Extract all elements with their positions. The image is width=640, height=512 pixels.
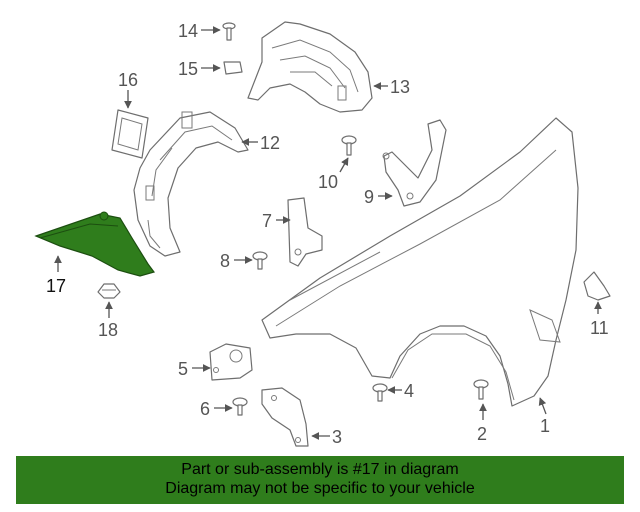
callout-14: 14 <box>178 21 198 41</box>
part-7-bracket[interactable] <box>287 197 323 267</box>
part-18-grommet[interactable] <box>97 283 121 299</box>
banner-line-disclaimer: Diagram may not be specific to your vehi… <box>165 480 475 497</box>
callout-1: 1 <box>540 416 550 436</box>
callout-6: 6 <box>200 399 210 419</box>
callout-17: 17 <box>46 276 66 296</box>
callout-15: 15 <box>178 59 198 79</box>
part-1-fender[interactable] <box>261 117 579 407</box>
part-17-underbody-panel[interactable] <box>34 211 156 277</box>
callout-4: 4 <box>404 381 414 401</box>
leader-lines <box>54 26 602 440</box>
banner-line-part: Part or sub-assembly is #17 in diagram <box>181 461 459 478</box>
part-9-bracket[interactable] <box>382 119 447 207</box>
callout-10: 10 <box>318 172 338 192</box>
callout-11: 11 <box>590 318 609 338</box>
parts-diagram: 14 15 16 13 12 10 9 7 8 17 18 11 5 6 4 2… <box>34 21 611 447</box>
callout-7: 7 <box>262 211 272 231</box>
part-8-screw[interactable] <box>252 251 268 270</box>
part-16-bracket[interactable] <box>111 109 149 159</box>
callout-2: 2 <box>477 424 487 444</box>
info-banner: Part or sub-assembly is #17 in diagram D… <box>16 456 624 504</box>
callout-18: 18 <box>98 320 118 340</box>
part-2-clip[interactable] <box>473 379 489 400</box>
callout-16: 16 <box>118 70 138 90</box>
part-11-bracket[interactable] <box>583 271 611 301</box>
part-6-screw[interactable] <box>232 397 248 416</box>
callout-13: 13 <box>390 77 410 97</box>
part-14-clip[interactable] <box>222 22 236 41</box>
part-13-wheel-arch-liner-rear[interactable] <box>247 21 373 113</box>
callout-12: 12 <box>260 133 280 153</box>
callout-3: 3 <box>332 427 342 447</box>
part-15-nut[interactable] <box>223 61 243 75</box>
callout-8: 8 <box>220 251 230 271</box>
callout-9: 9 <box>364 187 374 207</box>
part-10-clip[interactable] <box>341 135 357 156</box>
part-5-bracket[interactable] <box>209 343 253 381</box>
callout-labels: 14 15 16 13 12 10 9 7 8 17 18 11 5 6 4 2… <box>46 21 609 447</box>
part-12-wheel-arch-liner-front[interactable] <box>133 111 249 257</box>
part-3-bracket[interactable] <box>261 387 309 447</box>
callout-5: 5 <box>178 359 188 379</box>
part-4-clip[interactable] <box>372 383 388 402</box>
